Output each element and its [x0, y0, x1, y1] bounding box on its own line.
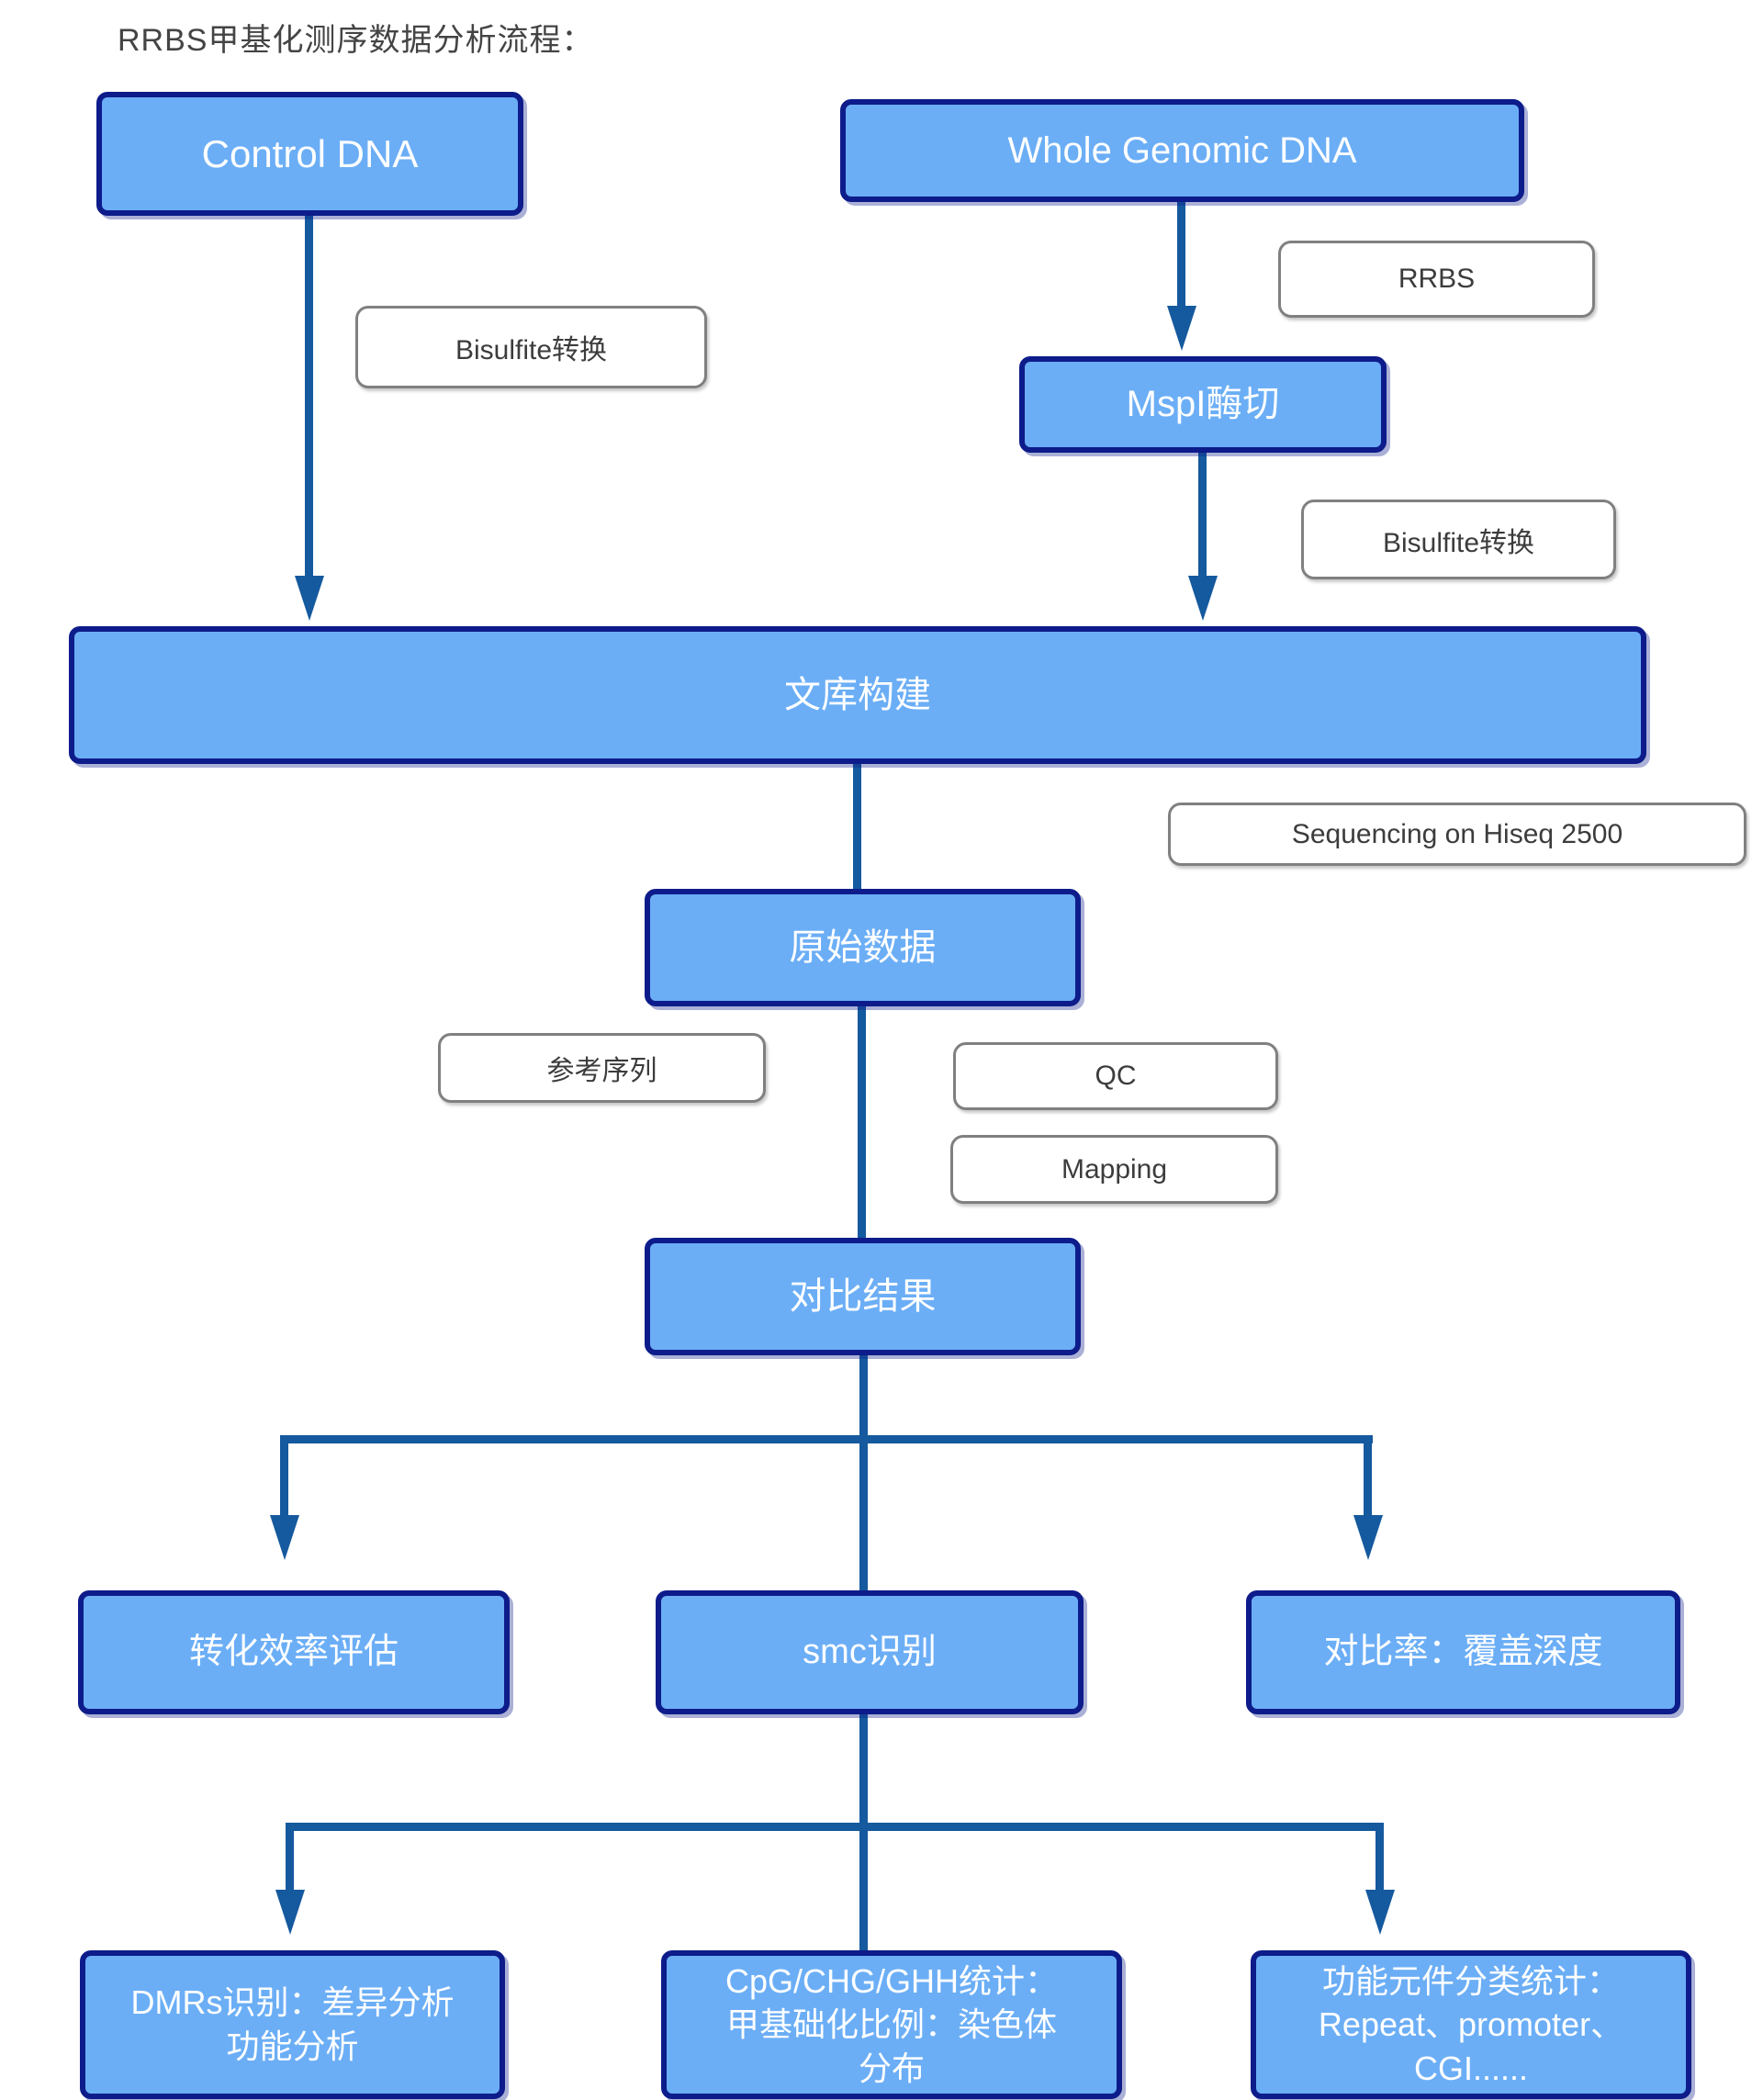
connector-wgd-to-mspi: [1177, 200, 1185, 306]
connector-branch-to-functional: [1376, 1827, 1384, 1890]
arrowhead-branch-to-conversion: [270, 1515, 299, 1560]
node-conversion-efficiency: 转化效率评估: [78, 1590, 510, 1714]
branch-line-upper: [280, 1435, 1373, 1443]
node-alignment-result: 对比结果: [645, 1238, 1081, 1355]
arrowhead-wgd-to-mspi: [1167, 306, 1196, 351]
node-mapping-rate-depth: 对比率：覆盖深度: [1246, 1590, 1680, 1714]
label-mapping: Mapping: [950, 1135, 1278, 1204]
connector-branch-to-cpg: [859, 1827, 868, 1952]
node-functional-elements: 功能元件分类统计： Repeat、promoter、 CGI......: [1251, 1950, 1691, 2099]
connector-smc-to-branch: [859, 1713, 868, 1831]
node-dmrs: DMRs识别：差异分析 功能分析: [80, 1950, 505, 2099]
arrowhead-mspi-to-library: [1188, 576, 1218, 621]
connector-mspi-to-library: [1198, 451, 1207, 576]
node-library-construction: 文库构建: [69, 626, 1646, 764]
label-rrbs: RRBS: [1278, 241, 1595, 318]
connector-branch-to-conversion: [280, 1440, 288, 1515]
connector-branch-to-mappingrate: [1364, 1440, 1372, 1515]
page-title: RRBS甲基化测序数据分析流程：: [118, 23, 594, 58]
connector-branch-to-dmrs: [286, 1827, 294, 1890]
arrowhead-branch-to-dmrs: [275, 1890, 305, 1935]
arrowhead-branch-to-functional: [1365, 1890, 1395, 1935]
branch-line-lower: [286, 1823, 1384, 1831]
node-raw-data: 原始数据: [645, 889, 1081, 1006]
label-reference-sequence: 参考序列: [438, 1033, 766, 1103]
label-qc: QC: [953, 1042, 1278, 1110]
node-whole-genomic-dna: Whole Genomic DNA: [840, 99, 1524, 202]
connector-control-to-library: [305, 216, 313, 576]
node-control-dna: Control DNA: [96, 92, 523, 216]
label-bisulfite-conversion-left: Bisulfite转换: [355, 306, 707, 388]
arrowhead-branch-to-mappingrate: [1353, 1515, 1383, 1560]
node-cpg-stats: CpG/CHG/GHH统计： 甲基础化比例：染色体 分布: [661, 1950, 1122, 2099]
label-bisulfite-conversion-right: Bisulfite转换: [1301, 500, 1616, 579]
connector-alignment-to-branch: [859, 1353, 868, 1443]
connector-branch-to-smc: [859, 1440, 868, 1592]
arrowhead-control-to-library: [295, 576, 324, 621]
connector-rawdata-to-alignment: [858, 1005, 866, 1241]
connector-library-to-rawdata: [853, 762, 861, 891]
label-sequencing-hiseq: Sequencing on Hiseq 2500: [1168, 803, 1746, 866]
node-mspi-digestion: MspI酶切: [1019, 356, 1387, 453]
node-smc-identification: smc识别: [656, 1590, 1084, 1714]
